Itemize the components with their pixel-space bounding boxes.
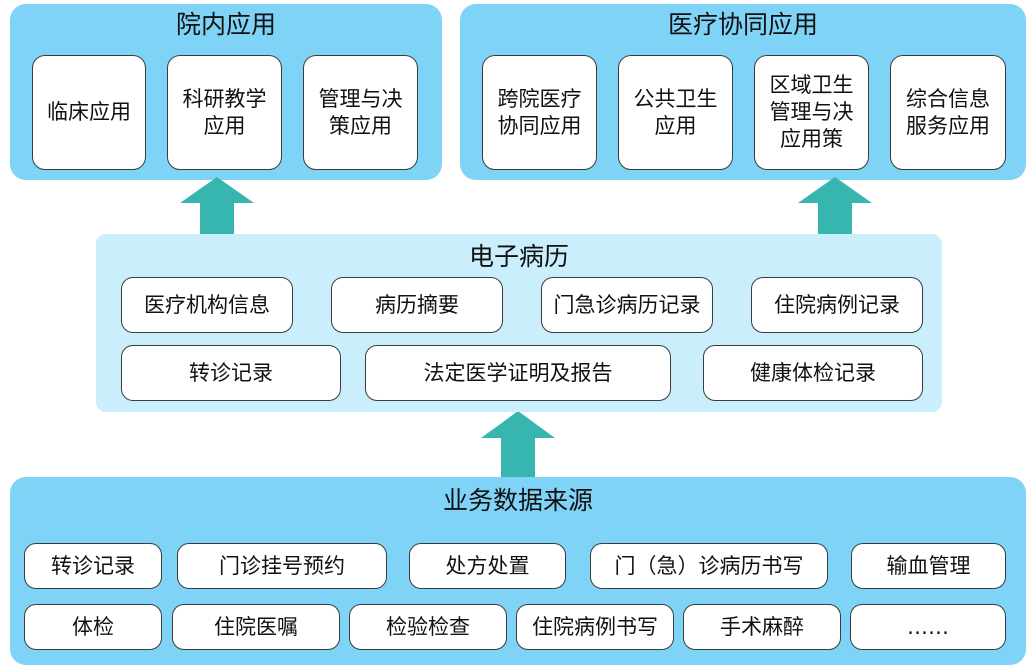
emr-box: 法定医学证明及报告 xyxy=(365,345,671,401)
emr-box: 住院病例记录 xyxy=(751,277,923,333)
source-label: 门诊挂号预约 xyxy=(219,553,345,578)
collab-apps-title: 医疗协同应用 xyxy=(667,10,818,39)
source-box: 体检 xyxy=(24,604,162,650)
emr-label: 门急诊病历记录 xyxy=(553,292,701,317)
source-label: 体检 xyxy=(72,614,114,639)
integrated-info-box: 综合信息 服务应用 xyxy=(890,55,1006,170)
source-label: 住院医嘱 xyxy=(214,614,298,639)
source-box: 转诊记录 xyxy=(24,543,162,589)
cross-hospital-box: 跨院医疗 协同应用 xyxy=(482,55,597,170)
source-box: 住院医嘱 xyxy=(172,604,340,650)
source-label: 转诊记录 xyxy=(51,553,135,578)
public-health-box: 公共卫生 应用 xyxy=(618,55,733,170)
source-label: 住院病例书写 xyxy=(532,614,658,639)
emr-label: 转诊记录 xyxy=(189,360,273,385)
emr-label: 医疗机构信息 xyxy=(144,292,270,317)
source-label: 门（急）诊病历书写 xyxy=(614,553,804,578)
data-sources-title: 业务数据来源 xyxy=(442,486,593,515)
integrated-info-label: 综合信息 服务应用 xyxy=(906,86,990,138)
source-box: 检验检查 xyxy=(349,604,507,650)
clinical-apps-box: 临床应用 xyxy=(32,55,146,170)
emr-title: 电子病历 xyxy=(468,242,569,271)
research-teaching-box: 科研教学 应用 xyxy=(167,55,282,170)
arrow-up-center-icon xyxy=(481,411,555,479)
regional-health-label: 区域卫生 管理与决 应用策 xyxy=(769,73,854,151)
research-teaching-label: 科研教学 应用 xyxy=(182,86,267,138)
arrow-up-right-icon xyxy=(798,177,872,238)
emr-label: 健康体检记录 xyxy=(750,360,876,385)
hospital-apps-title: 院内应用 xyxy=(175,10,276,39)
source-box: 住院病例书写 xyxy=(516,604,674,650)
cross-hospital-label: 跨院医疗 协同应用 xyxy=(497,86,582,138)
emr-box: 门急诊病历记录 xyxy=(541,277,713,333)
ellipsis-label: …… xyxy=(907,614,949,639)
source-box: 处方处置 xyxy=(409,543,566,589)
source-box: 门（急）诊病历书写 xyxy=(590,543,828,589)
source-label: 检验检查 xyxy=(386,614,470,639)
emr-box: 病历摘要 xyxy=(331,277,503,333)
regional-health-box: 区域卫生 管理与决 应用策 xyxy=(754,55,869,170)
emr-box: 转诊记录 xyxy=(121,345,341,401)
management-decision-box: 管理与决 策应用 xyxy=(303,55,418,170)
source-box: 手术麻醉 xyxy=(683,604,841,650)
source-box: …… xyxy=(850,604,1006,650)
source-box: 输血管理 xyxy=(851,543,1006,589)
emr-box: 健康体检记录 xyxy=(703,345,923,401)
arrow-up-left-icon xyxy=(180,177,254,238)
emr-box: 医疗机构信息 xyxy=(121,277,293,333)
clinical-apps-label: 临床应用 xyxy=(47,100,131,124)
management-decision-label: 管理与决 策应用 xyxy=(318,86,403,138)
emr-label: 病历摘要 xyxy=(375,292,459,317)
emr-label: 法定医学证明及报告 xyxy=(423,360,613,385)
source-box: 门诊挂号预约 xyxy=(177,543,387,589)
source-label: 输血管理 xyxy=(886,553,971,578)
source-label: 手术麻醉 xyxy=(720,614,804,639)
source-label: 处方处置 xyxy=(445,553,530,578)
emr-label: 住院病例记录 xyxy=(774,292,900,317)
public-health-label: 公共卫生 应用 xyxy=(633,86,718,138)
